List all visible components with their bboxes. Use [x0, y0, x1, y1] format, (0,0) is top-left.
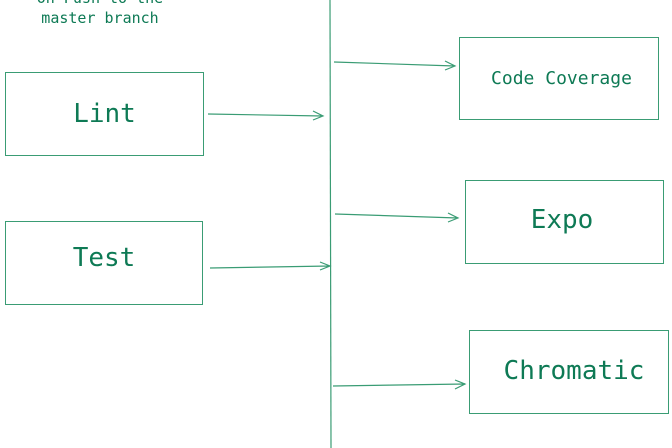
trigger-line-2: master branch: [41, 9, 159, 27]
coverage-arrow: [333, 60, 457, 71]
lint-arrow: [207, 110, 325, 121]
test-box[interactable]: Test: [5, 221, 203, 305]
trigger-line-1: On Push to the: [0, 0, 200, 8]
pipeline-line: [329, 0, 332, 448]
code-coverage-box[interactable]: Code Coverage: [459, 37, 659, 120]
expo-label: Expo: [530, 204, 594, 235]
lint-box[interactable]: Lint: [5, 72, 204, 156]
chromatic-box[interactable]: Chromatic: [469, 330, 669, 414]
chromatic-label: Chromatic: [503, 356, 645, 386]
chromatic-arrow: [332, 379, 467, 390]
code-coverage-label: Code Coverage: [491, 68, 632, 89]
test-label: Test: [72, 243, 136, 273]
test-arrow: [209, 261, 332, 271]
expo-box[interactable]: Expo: [465, 180, 664, 264]
trigger-label: On Push to the master branch: [0, 0, 200, 28]
expo-arrow: [334, 212, 460, 223]
lint-label: Lint: [73, 99, 136, 129]
